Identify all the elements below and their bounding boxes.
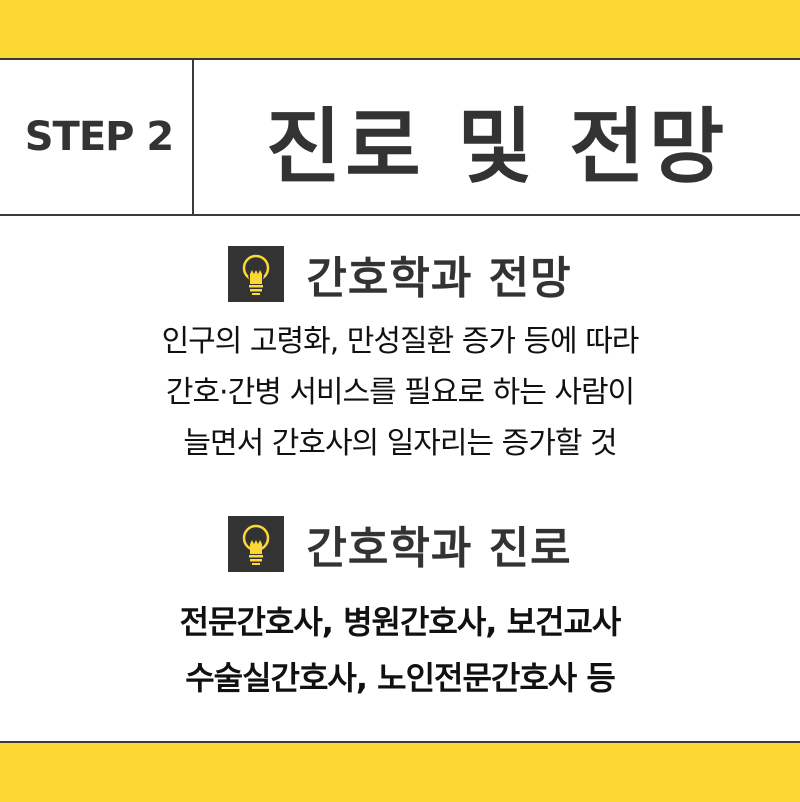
header-row: STEP 2 진로 및 전망 bbox=[0, 60, 800, 216]
section-title-careers: 간호학과 진로 bbox=[306, 523, 572, 574]
outlook-line: 간호·간병 서비스를 필요로 하는 사람이 bbox=[165, 375, 635, 410]
careers-line: 수술실간호사, 노인전문간호사 등 bbox=[185, 659, 616, 697]
title-cell: 진로 및 전망 bbox=[194, 60, 800, 214]
step-cell: STEP 2 bbox=[0, 60, 194, 214]
bottom-yellow-band bbox=[0, 741, 800, 802]
section-title-outlook: 간호학과 전망 bbox=[306, 253, 572, 304]
section-heading-outlook: 간호학과 전망 bbox=[0, 242, 800, 306]
careers-paragraph: 전문간호사, 병원간호사, 보건교사 수술실간호사, 노인전문간호사 등 bbox=[0, 594, 800, 706]
lightbulb-icon bbox=[228, 516, 285, 572]
section-heading-careers: 간호학과 진로 bbox=[0, 512, 800, 576]
page-title: 진로 및 전망 bbox=[265, 99, 729, 195]
careers-line: 전문간호사, 병원간호사, 보건교사 bbox=[179, 603, 622, 641]
top-yellow-band bbox=[0, 0, 800, 60]
content-area: 간호학과 전망 인구의 고령화, 만성질환 증가 등에 따라 간호·간병 서비스… bbox=[0, 216, 800, 741]
step-label: STEP 2 bbox=[24, 114, 174, 160]
outlook-line: 인구의 고령화, 만성질환 증가 등에 따라 bbox=[161, 324, 640, 359]
outlook-paragraph: 인구의 고령화, 만성질환 증가 등에 따라 간호·간병 서비스를 필요로 하는… bbox=[0, 316, 800, 469]
lightbulb-icon bbox=[228, 246, 285, 302]
outlook-line: 늘면서 간호사의 일자리는 증가할 것 bbox=[183, 426, 617, 461]
